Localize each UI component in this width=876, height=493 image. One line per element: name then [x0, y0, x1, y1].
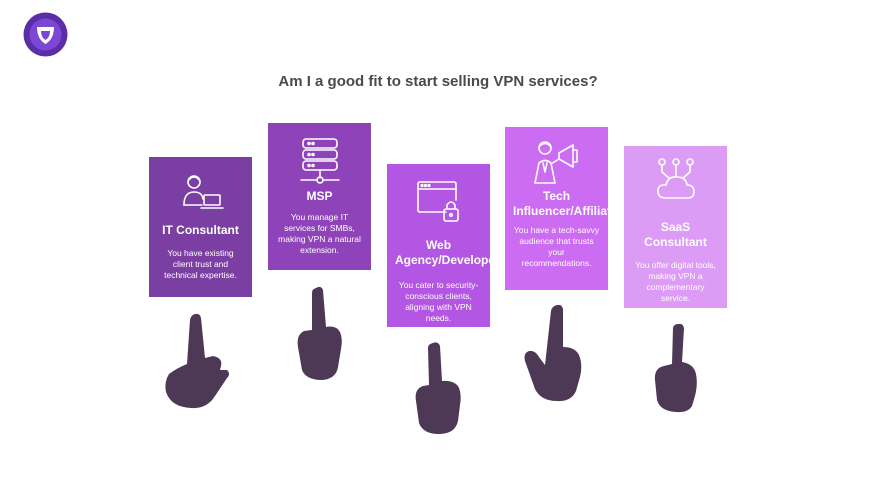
card-description: You manage IT services for SMBs, making … [278, 212, 361, 255]
server-network-icon [299, 138, 340, 184]
cloud-network-icon [656, 158, 695, 199]
card-label: Tech Influencer/Affiliate [513, 189, 618, 218]
card-description: You have a tech-savvy audience that trus… [513, 225, 600, 268]
vpn-shield-logo-icon [23, 12, 68, 57]
consultant-laptop-icon [182, 175, 224, 209]
pointing-hand-icon [654, 323, 697, 413]
card-description: You offer digital tools, making VPN a co… [635, 260, 716, 303]
card-tech-influencer-affiliate: Tech Influencer/Affiliate You have a tec… [505, 127, 618, 290]
card-web-agency-developer: Web Agency/Developer You cater to securi… [387, 164, 500, 327]
card-label: SaaS Consultant [644, 220, 707, 249]
card-label: MSP [306, 189, 333, 203]
card-description: You cater to security-conscious clients,… [398, 280, 479, 323]
pointing-hand-icon [297, 286, 342, 380]
megaphone-person-icon [533, 141, 578, 184]
page-title: Am I a good fit to start selling VPN ser… [278, 73, 598, 90]
card-description: You have existing client trust and techn… [164, 248, 237, 280]
pointing-hand-icon [524, 304, 582, 402]
pointing-hand-icon [165, 313, 229, 409]
card-msp: MSP You manage IT services for SMBs, mak… [268, 123, 371, 270]
card-label: Web Agency/Developer [395, 238, 500, 267]
card-it-consultant: IT Consultant You have existing client t… [149, 157, 252, 297]
pointing-hand-icon [415, 342, 461, 434]
card-label: IT Consultant [162, 223, 239, 237]
browser-lock-icon [416, 181, 459, 222]
card-saas-consultant: SaaS Consultant You offer digital tools,… [624, 146, 727, 308]
